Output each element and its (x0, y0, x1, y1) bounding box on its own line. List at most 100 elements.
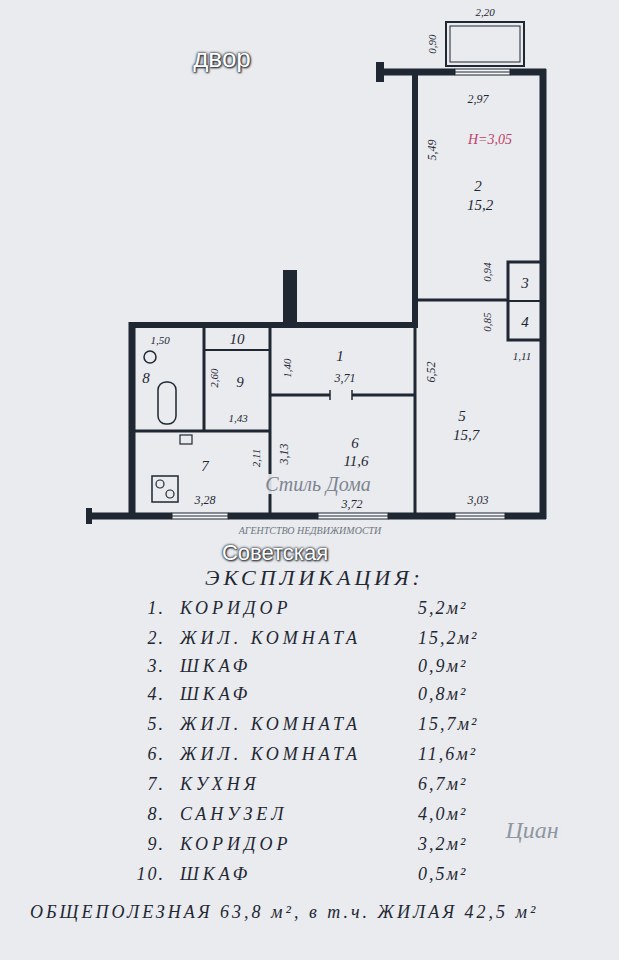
dimension: 0,85 (482, 312, 493, 331)
table-cell: 4. (148, 685, 166, 703)
dimension: 1,40 (282, 358, 293, 377)
room-area: 15,2 (467, 198, 493, 213)
door-mark (351, 390, 353, 400)
inner-wall (270, 394, 330, 397)
courtyard-label: двор (193, 45, 251, 71)
table-heading: ЭКСПЛИКАЦИЯ: (205, 567, 424, 589)
room: 4 (509, 302, 542, 339)
sink-symbol (144, 351, 156, 363)
dimension: 3,71 (335, 372, 356, 384)
outer-wall (129, 322, 136, 519)
window (455, 69, 510, 75)
outer-wall (505, 513, 546, 520)
dimension: 0,90 (427, 34, 438, 53)
table-cell: ШКАФ (180, 685, 251, 703)
inner-wall (414, 328, 417, 516)
dimension: 2,97 (468, 93, 489, 105)
table-cell: 6,7м² (418, 775, 467, 793)
outer-wall (90, 513, 172, 520)
room-number: 5 (458, 409, 466, 424)
street-label: Советская (222, 542, 328, 564)
room-number: 4 (521, 315, 529, 330)
table-cell: 5. (148, 715, 166, 733)
watermark: Стиль Дома (263, 474, 373, 494)
table-cell: 11,6м² (418, 745, 477, 763)
table-cell: КОРИДОР (180, 835, 292, 853)
window-line (455, 72, 510, 73)
inner-wall (352, 394, 415, 397)
room-number: 6 (351, 436, 359, 451)
table-cell: 15,2м² (418, 629, 478, 647)
watermark: Циан (503, 818, 560, 842)
walls (86, 22, 546, 524)
table-cell: ЖИЛ. КОМНАТА (180, 745, 361, 763)
dimension: 3,28 (195, 494, 216, 506)
stove-burner (166, 490, 174, 498)
stove-symbol (152, 476, 178, 502)
table-cell: 0,9м² (418, 657, 467, 675)
dimension: 0,94 (482, 262, 493, 281)
room: 3 (509, 263, 542, 300)
table-cell: 15,7м² (418, 715, 478, 733)
table-cell: САНУЗЕЛ (180, 805, 288, 823)
room-number: 10 (230, 332, 245, 347)
inner-wall (204, 349, 270, 351)
table-cell: 1. (148, 599, 166, 617)
table-cell: 10. (137, 865, 166, 883)
inner-wall (132, 430, 270, 433)
table-cell: 9. (148, 835, 166, 853)
watermark: АГЕНТСТВО НЕДВИЖИМОСТИ (237, 526, 384, 536)
room: 10 (206, 328, 269, 349)
wall-stub (86, 508, 92, 524)
table-cell: 0,8м² (418, 685, 467, 703)
dimension: 2,60 (209, 368, 220, 387)
dimension: 1,11 (513, 351, 531, 362)
table-cell: 2. (148, 629, 166, 647)
window (318, 513, 388, 519)
total-area: ОБЩЕПОЛЕЗНАЯ 63,8 м², в т.ч. ЖИЛАЯ 42,5 … (30, 903, 539, 921)
room: 611,6 (272, 397, 415, 514)
window (455, 513, 505, 519)
dimension: 2,20 (475, 7, 494, 18)
balcony-inner (450, 26, 520, 62)
room: 215,2 (418, 75, 540, 298)
room-number: 7 (201, 459, 209, 474)
room-number: 1 (336, 349, 344, 364)
window (172, 513, 228, 519)
table-cell: КОРИДОР (180, 599, 292, 617)
table-cell: ШКАФ (180, 657, 251, 675)
outer-wall (129, 322, 418, 328)
room: 1 (272, 328, 415, 394)
outer-wall (412, 72, 418, 328)
outer-wall (228, 513, 318, 520)
room-number: 3 (521, 276, 529, 291)
table-cell: 8. (148, 805, 166, 823)
room-area: 15,7 (453, 428, 479, 443)
room-number: 9 (236, 375, 244, 390)
table-cell: ЖИЛ. КОМНАТА (180, 629, 361, 647)
table-cell: ЖИЛ. КОМНАТА (180, 715, 361, 733)
dimension: 3,13 (278, 444, 290, 465)
ceiling-height: H=3,05 (468, 133, 512, 147)
wall-stub (376, 62, 384, 82)
inner-wall (415, 299, 508, 302)
dimension: 2,11 (251, 449, 262, 467)
dimension: 1,43 (228, 413, 247, 424)
wall-pillar (283, 270, 297, 328)
window-line (318, 516, 388, 517)
door-mark (329, 390, 331, 400)
dimension: 3,03 (468, 494, 489, 506)
inner-wall (203, 325, 206, 431)
room-number: 2 (474, 179, 482, 194)
table-cell: 3,2м² (418, 835, 467, 853)
table-cell: 5,2м² (418, 599, 467, 617)
outer-wall (388, 513, 455, 520)
dimension: 5,49 (426, 140, 438, 161)
bathtub-symbol (158, 382, 176, 424)
dimension: 6,52 (425, 362, 437, 383)
balcony (446, 22, 524, 66)
table-cell: КУХНЯ (180, 775, 260, 793)
table-cell: 6. (148, 745, 166, 763)
